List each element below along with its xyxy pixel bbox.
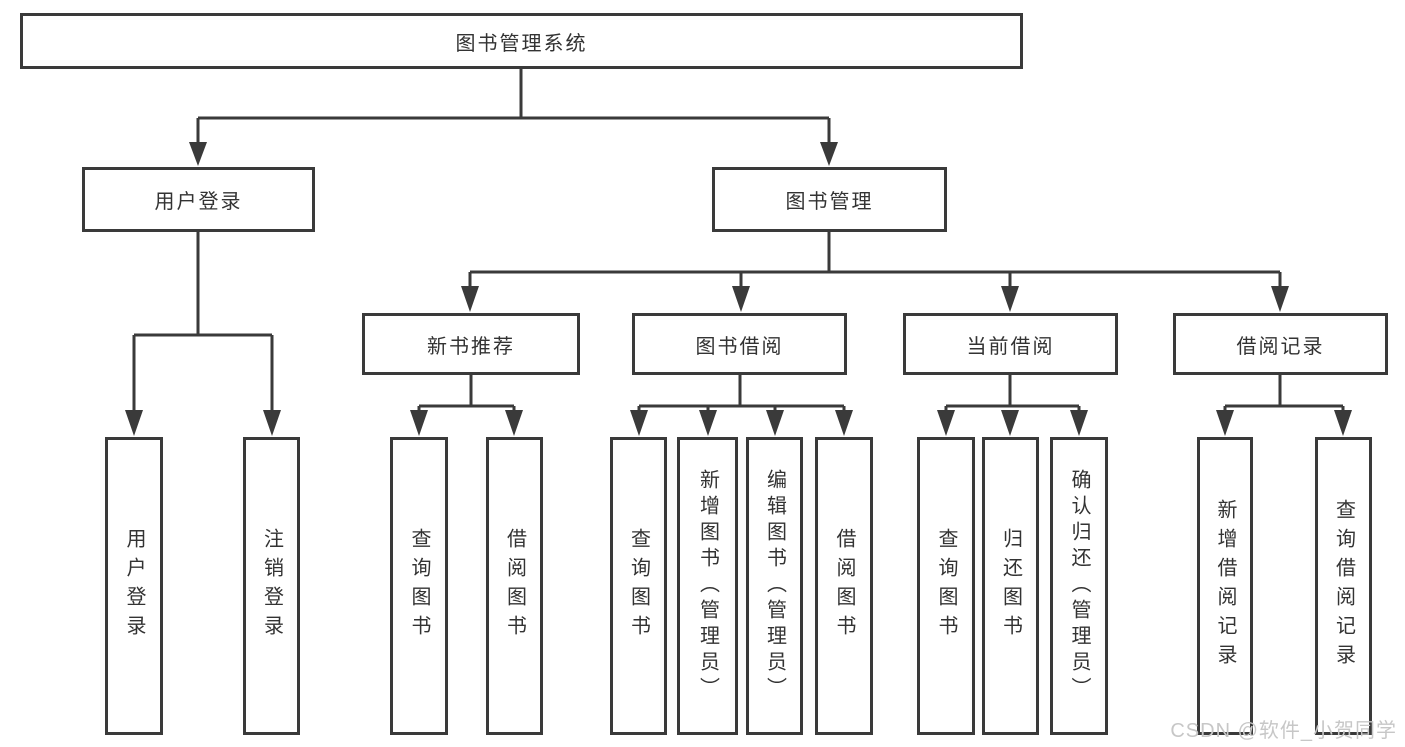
leaf-search-books-recommend-label: 查询图书 [408, 528, 430, 644]
node-user-login: 用户登录 [82, 167, 315, 232]
leaf-user-login: 用户登录 [105, 437, 163, 735]
leaf-user-login-label: 用户登录 [123, 528, 145, 644]
leaf-search-borrow-record: 查询借阅记录 [1315, 437, 1372, 735]
leaf-return-book-label: 归还图书 [999, 528, 1022, 644]
leaf-borrow-books-recommend: 借阅图书 [486, 437, 543, 735]
node-current-borrowing-label: 当前借阅 [966, 335, 1055, 358]
leaf-borrow-book-label: 借阅图书 [833, 528, 855, 644]
leaf-add-borrow-record-label: 新增借阅记录 [1214, 499, 1236, 673]
leaf-edit-book-admin: 编辑图书（管理员） [746, 437, 803, 735]
tree-edges [132, 69, 1345, 412]
node-root-label: 图书管理系统 [455, 32, 588, 55]
leaf-confirm-return-admin: 确认归还（管理员） [1050, 437, 1108, 735]
leaf-logout-label: 注销登录 [260, 528, 283, 644]
leaf-add-book-admin-label: 新增图书（管理员） [696, 469, 719, 703]
leaf-search-borrow-record-label: 查询借阅记录 [1332, 499, 1355, 673]
node-borrowing-records: 借阅记录 [1173, 313, 1388, 375]
leaf-search-books-recommend: 查询图书 [390, 437, 448, 735]
leaf-return-book: 归还图书 [982, 437, 1039, 735]
node-root: 图书管理系统 [20, 13, 1023, 69]
node-book-borrowing: 图书借阅 [632, 313, 847, 375]
leaf-search-books-current: 查询图书 [917, 437, 975, 735]
leaf-add-borrow-record: 新增借阅记录 [1197, 437, 1253, 735]
node-borrowing-records-label: 借阅记录 [1236, 335, 1325, 358]
node-book-borrowing-label: 图书借阅 [695, 335, 784, 358]
leaf-search-books-borrowing-label: 查询图书 [627, 528, 650, 644]
node-book-management: 图书管理 [712, 167, 947, 232]
watermark-text: CSDN @软件_小贺同学 [1170, 720, 1397, 742]
leaf-borrow-book: 借阅图书 [815, 437, 873, 735]
arrowheads [125, 142, 1352, 436]
node-new-book-recommend-label: 新书推荐 [427, 335, 515, 358]
leaf-borrow-books-recommend-label: 借阅图书 [503, 528, 526, 644]
node-user-login-label: 用户登录 [154, 191, 243, 213]
leaf-logout: 注销登录 [243, 437, 300, 735]
leaf-confirm-return-admin-label: 确认归还（管理员） [1068, 469, 1090, 703]
leaf-search-books-current-label: 查询图书 [935, 528, 957, 644]
leaf-add-book-admin: 新增图书（管理员） [677, 437, 738, 735]
node-current-borrowing: 当前借阅 [903, 313, 1118, 375]
leaf-edit-book-admin-label: 编辑图书（管理员） [763, 469, 786, 703]
node-new-book-recommend: 新书推荐 [362, 313, 580, 375]
leaf-search-books-borrowing: 查询图书 [610, 437, 667, 735]
node-book-management-label: 图书管理 [785, 191, 874, 213]
